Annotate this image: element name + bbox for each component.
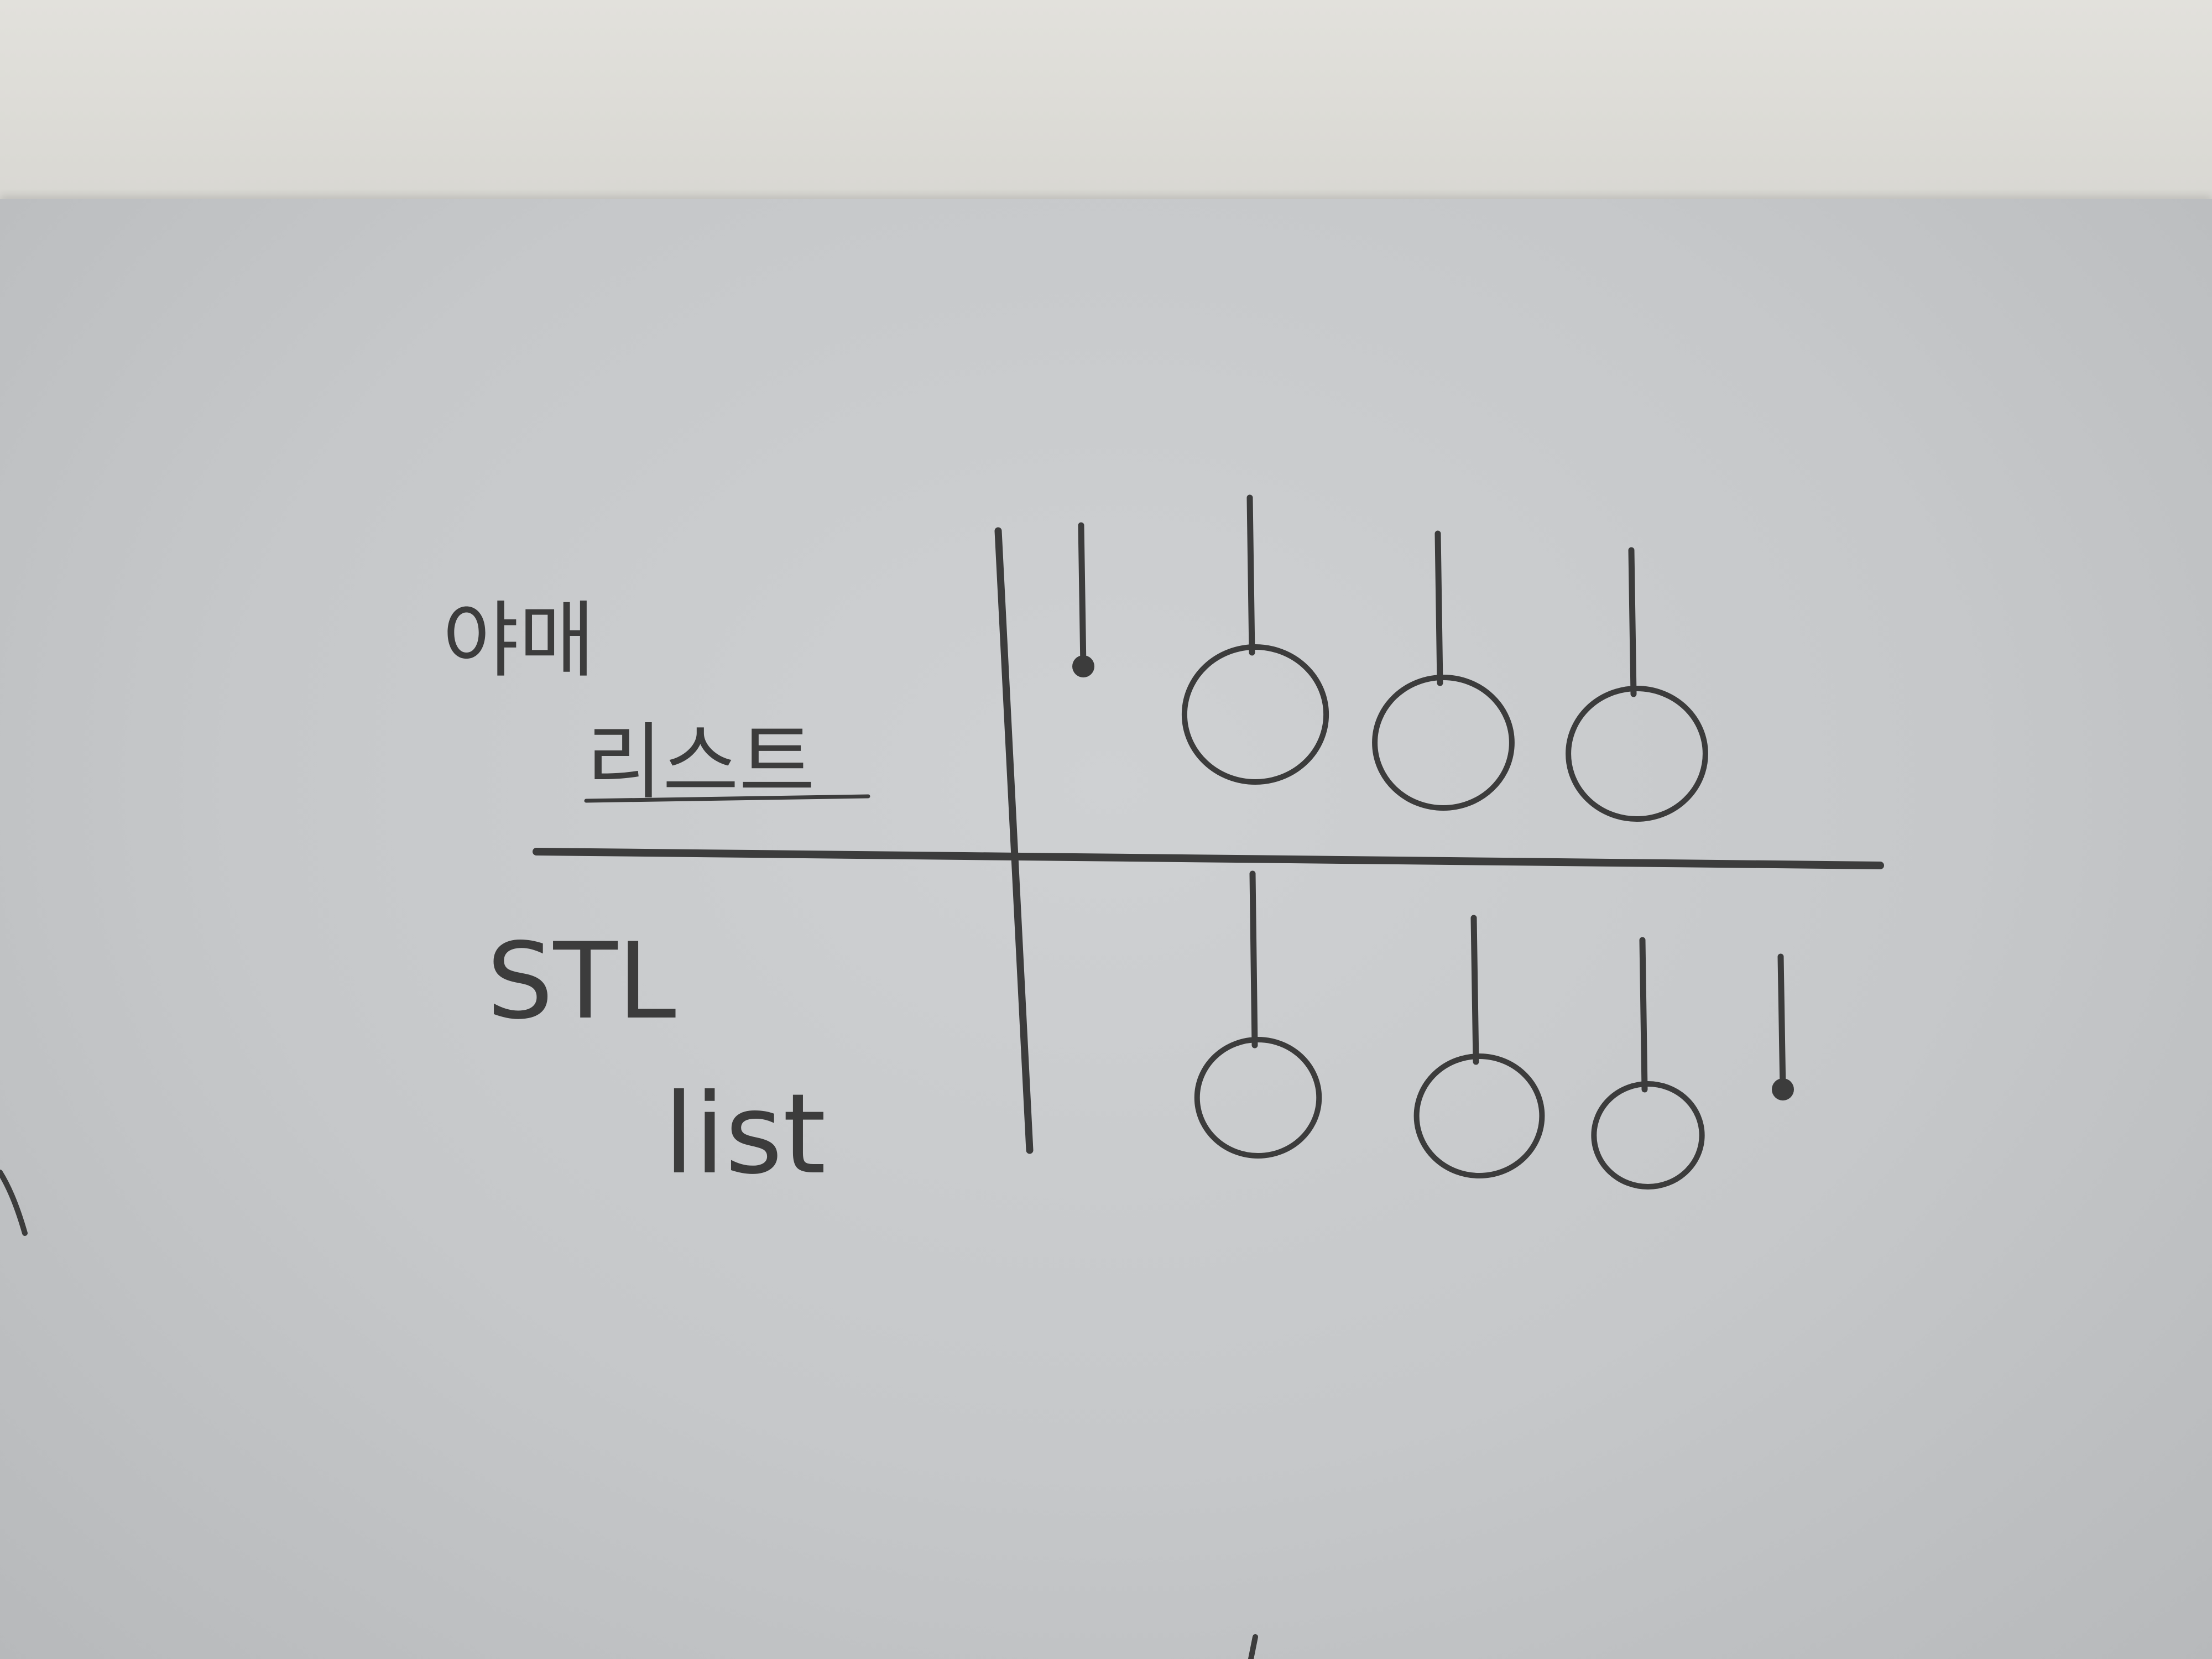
horizontal-divider [533,848,1884,869]
row1-marks [1072,494,1708,822]
row2-mark-dot-4 [1772,1078,1794,1100]
stray-mark-left [0,1170,28,1236]
row1-label-underline [584,794,870,803]
row1-mark-stem-2 [1246,494,1255,656]
row1-label-line2: 리스트 [586,714,815,811]
row1-mark-circle-2 [1181,644,1329,785]
row2-label-line1: STL [487,920,676,1042]
stray-mark-bottom [1248,1634,1258,1659]
row1-label-line1: 야매 [442,593,595,689]
row1-mark-stem-1 [1078,522,1087,670]
row2-mark-stem-3 [1639,937,1648,1093]
row1-mark-circle-3 [1372,675,1515,811]
row2-mark-stem-2 [1470,915,1479,1065]
row2-marks [1194,870,1794,1190]
row1-mark-circle-4 [1566,686,1708,822]
row2-mark-stem-1 [1249,870,1258,1048]
row1-mark-dot-1 [1072,655,1094,677]
row2-mark-circle-2 [1413,1053,1545,1178]
row2-label-line2: list [664,1070,826,1199]
paper-sheet [0,199,2212,1659]
row2-mark-stem-4 [1777,953,1786,1093]
row1-mark-stem-4 [1628,547,1637,697]
row2-mark-circle-1 [1194,1037,1322,1159]
row1-mark-stem-3 [1434,530,1443,686]
row2-mark-circle-3 [1591,1081,1705,1190]
vertical-divider [994,527,1034,1154]
background-wall [0,0,2212,232]
